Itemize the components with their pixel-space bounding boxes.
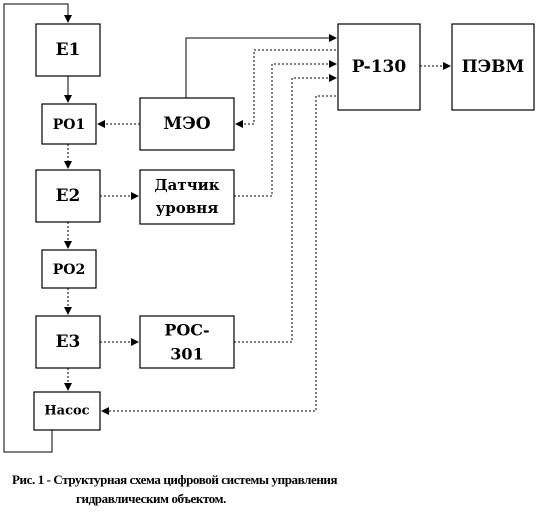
block-ro2-label: PO2 [53, 262, 85, 278]
block-e3-label: E3 [56, 332, 81, 352]
block-r130 [337, 23, 421, 111]
block-e1 [35, 23, 101, 77]
arrow-ros-r130 [234, 74, 337, 343]
caption-line-1: Рис. 1 - Структурная схема цифровой сист… [12, 472, 338, 487]
arrow-datchik-r130 [234, 60, 337, 197]
block-pevm-label: ПЭВМ [462, 57, 525, 77]
block-ro1 [41, 103, 97, 145]
block-r130-label: P-130 [352, 57, 407, 77]
block-datchik-label-1: Датчик [154, 176, 219, 194]
block-ro1-label: PO1 [53, 117, 85, 133]
arrow-r130-meo [235, 49, 336, 128]
arrow-meo-r130 [185, 34, 337, 98]
block-datchik-label-2: уровня [156, 199, 219, 217]
block-nasos [33, 391, 101, 431]
block-meo-label: МЭО [163, 114, 210, 134]
block-e2 [35, 169, 101, 223]
loop-connector [3, 3, 72, 453]
block-meo [139, 97, 235, 151]
caption-line-2: гидравлическим объектом. [76, 491, 226, 506]
block-e1-label: E1 [56, 40, 81, 60]
figure-caption: Рис. 1 - Структурная схема цифровой сист… [12, 470, 532, 508]
block-e2-label: E2 [56, 186, 81, 206]
block-ros-label-1: РОС- [164, 321, 209, 340]
arrow-r130-nasos [101, 95, 336, 415]
block-ros [139, 315, 235, 369]
block-datchik [139, 169, 235, 225]
block-ros-label-2: 301 [170, 345, 203, 364]
block-ro2 [41, 249, 97, 289]
block-pevm [451, 23, 535, 111]
block-nasos-label: Насос [44, 404, 89, 419]
